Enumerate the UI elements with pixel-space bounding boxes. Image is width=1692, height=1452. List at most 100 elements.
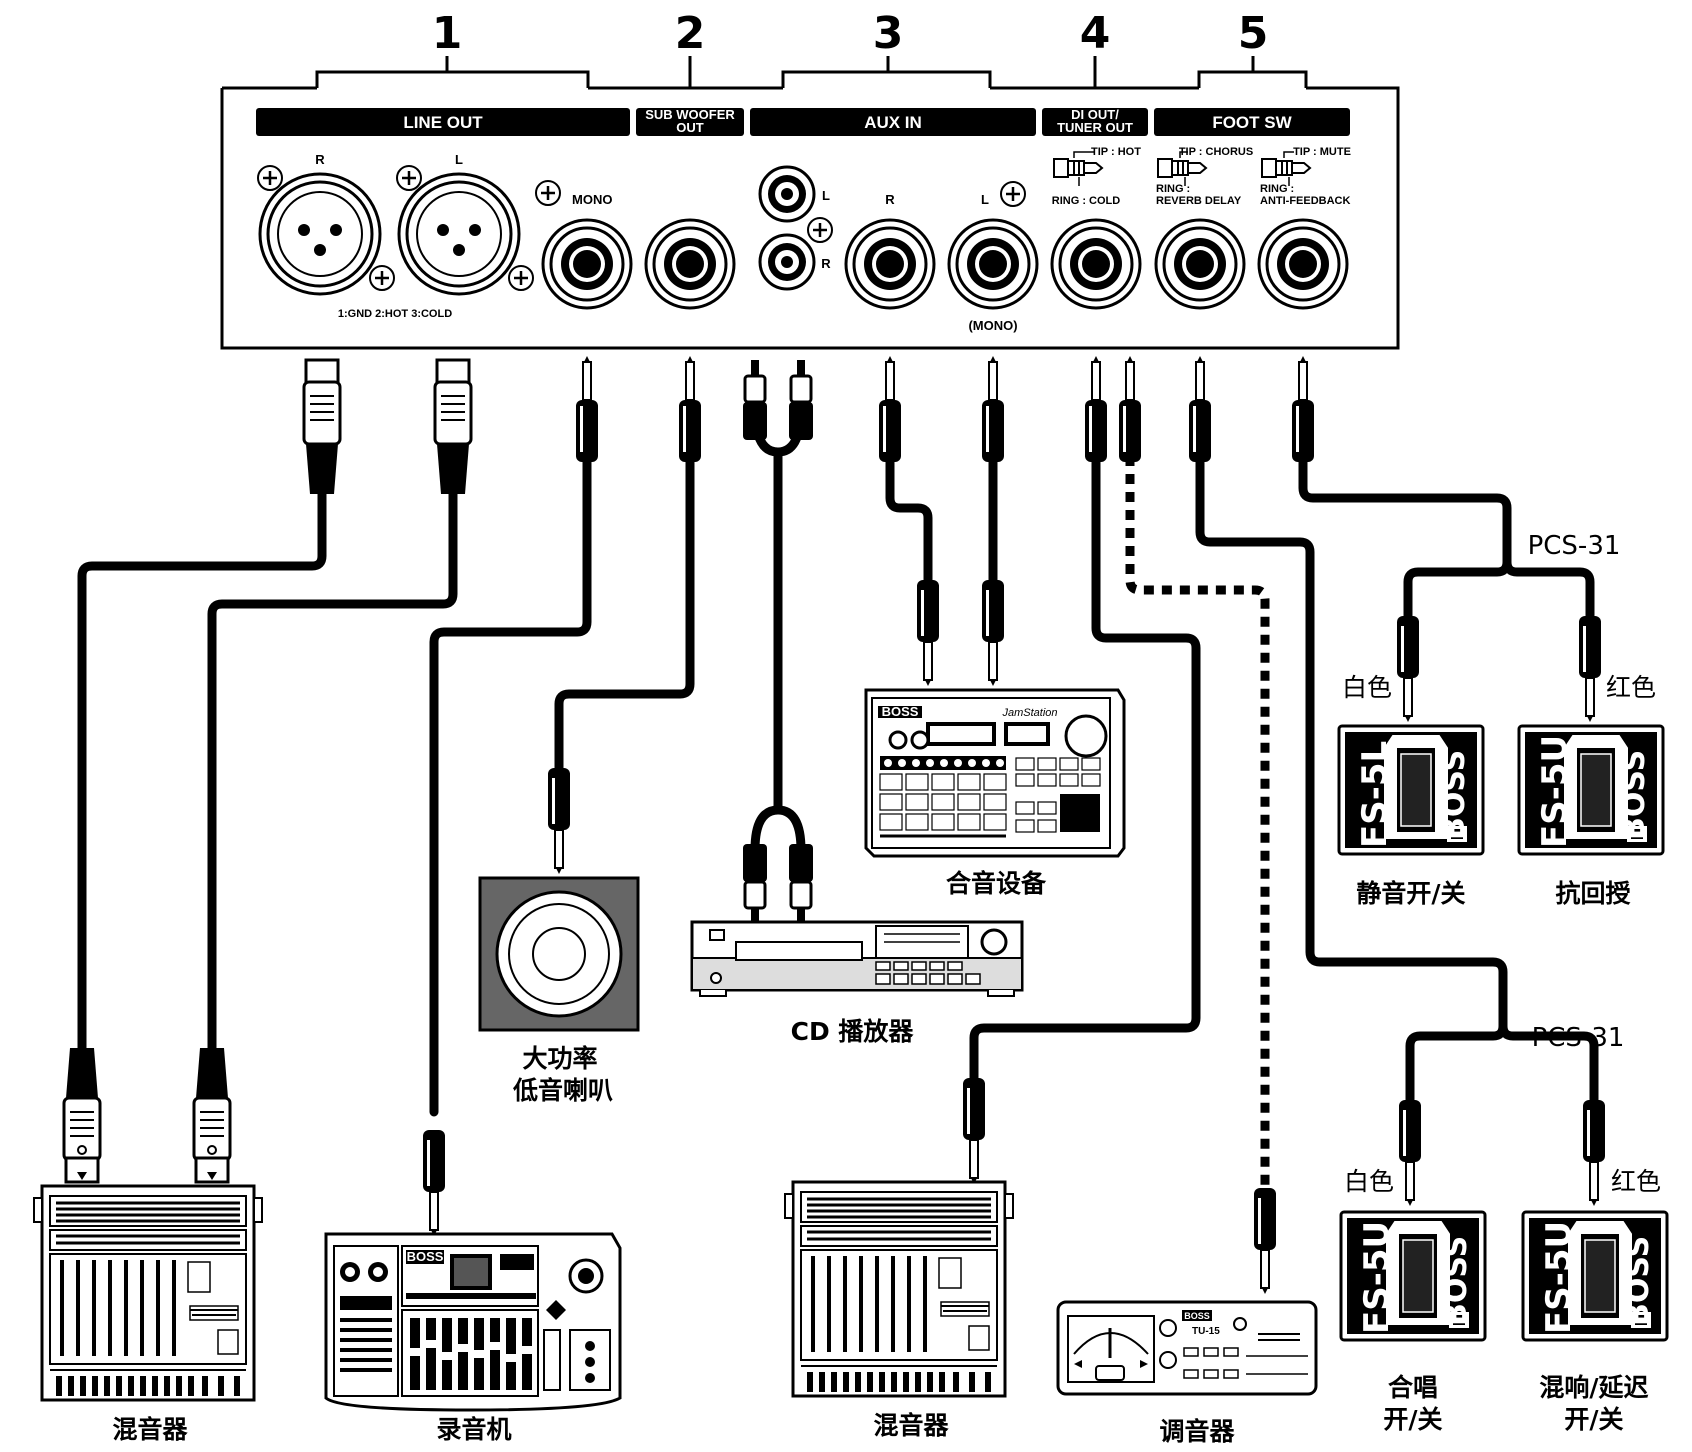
jack-plug [1253,1187,1277,1295]
pedal1-label: 静音开/关 [1356,879,1465,908]
pedal2-label: 抗回授 [1555,879,1631,908]
tuner: BOSS TU-15 调音器 [1056,1187,1318,1446]
jack-plug [981,579,1005,687]
sub-woofer-jack[interactable] [644,218,736,310]
band-foot-sw [1154,108,1350,136]
di-ring-label: RING : COLD [1052,195,1120,207]
mixer-left-icon [32,1184,264,1402]
foot-sw-1-jack[interactable] [1154,218,1246,310]
pcs-31-top-label: PCS-31 [1528,531,1621,561]
cables [77,403,1599,1190]
jam-device-label: 合音设备 [946,869,1047,898]
white-top-label: 白色 [1342,673,1392,702]
pedal-fs5u-reverb[interactable]: FS-5U BOSS [1521,1210,1669,1342]
section-header-2: 2 [675,8,706,59]
pedal-fs5l[interactable]: FS-5L BOSS [1337,724,1485,856]
foot-sw-2-jack[interactable] [1257,218,1349,310]
screw-icon [507,264,535,292]
rca-plug [741,842,769,926]
pedal3-label-1: 合唱 [1388,1373,1438,1402]
fs2-ring-label-2: ANTI-FEEDBACK [1260,195,1350,207]
pedal2-model: FS-5U [1535,735,1575,848]
jack-plug [916,579,940,687]
jack-plug [678,355,702,463]
pedal4-model: FS-5U [1539,1221,1579,1334]
white-bottom-label: 白色 [1344,1167,1394,1196]
screw-icon [395,164,423,192]
rca-plug [741,358,769,442]
section-header-1: 1 [432,8,463,59]
screw-icon [256,164,284,192]
recorder-icon: BOSS [324,1232,622,1412]
aux-in-r-jack[interactable] [844,218,936,310]
aux-in-l-jack[interactable] [947,218,1039,310]
jam-title: JamStation [1001,707,1057,719]
xlr-jack-r[interactable] [258,172,382,296]
xlr-pin-label: 1:GND 2:HOT 3:COLD [338,308,452,320]
tuner-label: 调音器 [1159,1417,1235,1446]
xlr-jack-l[interactable] [397,172,521,296]
pedal3-label-2: 开/关 [1383,1405,1442,1434]
cd-player-label: CD 播放器 [791,1017,915,1046]
rca-plug [787,842,815,926]
footswitch-group-top: PCS-31 白色 红色 FS-5L BOSS 静音开/关 FS-5U BOSS… [1337,531,1665,908]
section-number-3: 3 [873,8,904,59]
rca-l-label: L [822,188,830,203]
jack-plug [1396,615,1420,723]
section-header-4: 4 [1080,8,1111,59]
label-line-out: LINE OUT [403,113,483,132]
rca-r-label: R [821,256,831,271]
fs1-ring-label-2: REVERB DELAY [1156,195,1242,207]
pedal4-label-2: 开/关 [1564,1405,1623,1434]
jam-logo: BOSS [882,704,919,719]
recorder-logo: BOSS [407,1249,444,1264]
subwoofer-label-1: 大功率 [522,1044,597,1073]
jack-plug [1582,1099,1606,1207]
aux-mono-label: (MONO) [968,318,1017,333]
rca-jack-r[interactable] [758,233,816,291]
mono-out-jack[interactable] [541,218,633,310]
tuner-model: TU-15 [1192,1326,1220,1337]
section-number-2: 2 [675,8,706,59]
pedal4-label-1: 混响/延迟 [1539,1373,1648,1402]
pedal1-brand: BOSS [1437,750,1472,840]
jack-plug [575,355,599,463]
rear-panel: LINE OUT SUB WOOFER OUT AUX IN DI OUT/ T… [220,86,1400,350]
mixer-left: 混音器 [32,1046,264,1444]
recorder-label: 录音机 [436,1415,511,1444]
section-number-1: 1 [432,8,463,59]
jack-plug [1578,615,1602,723]
band-di-out [1042,108,1148,136]
fs2-ring-label: RING : [1260,183,1294,195]
band-sub-woofer-out [636,108,744,136]
section-number-5: 5 [1238,8,1269,59]
di-out-jack[interactable] [1050,218,1142,310]
pedal-fs5u-chorus[interactable]: FS-5U BOSS [1339,1210,1487,1342]
xlr-l-label: L [455,152,463,167]
section-number-4: 4 [1080,8,1111,59]
pedal3-brand: BOSS [1439,1236,1474,1326]
pedal-fs5u-top[interactable]: FS-5U BOSS [1517,724,1665,856]
cd-player: CD 播放器 [690,842,1024,1046]
label-di-out-1: DI OUT/ [1071,107,1119,122]
panel-plugs [302,355,1315,496]
screw-icon [368,264,396,292]
rca-jack-l[interactable] [758,165,816,223]
di-tip-label: TIP : HOT [1091,146,1141,158]
jamstation-icon: BOSS JamStation [864,688,1126,858]
pedal2-brand: BOSS [1617,750,1652,840]
pcs-31-bottom-label: PCS-31 [1532,1023,1625,1053]
jack-plug [422,1129,446,1237]
speaker-icon [478,876,640,1032]
screw-icon [999,180,1027,208]
screw-icon [534,179,562,207]
fs1-tip-label: TIP : CHORUS [1179,146,1253,158]
xlr-plug [192,1046,232,1184]
jack-plug [1291,355,1315,463]
red-top-label: 红色 [1606,673,1656,702]
section-brackets [315,56,1308,96]
xlr-r-label: R [315,152,325,167]
xlr-plug [433,358,473,496]
band-aux-in [750,108,1036,136]
jack-plug [547,767,571,875]
